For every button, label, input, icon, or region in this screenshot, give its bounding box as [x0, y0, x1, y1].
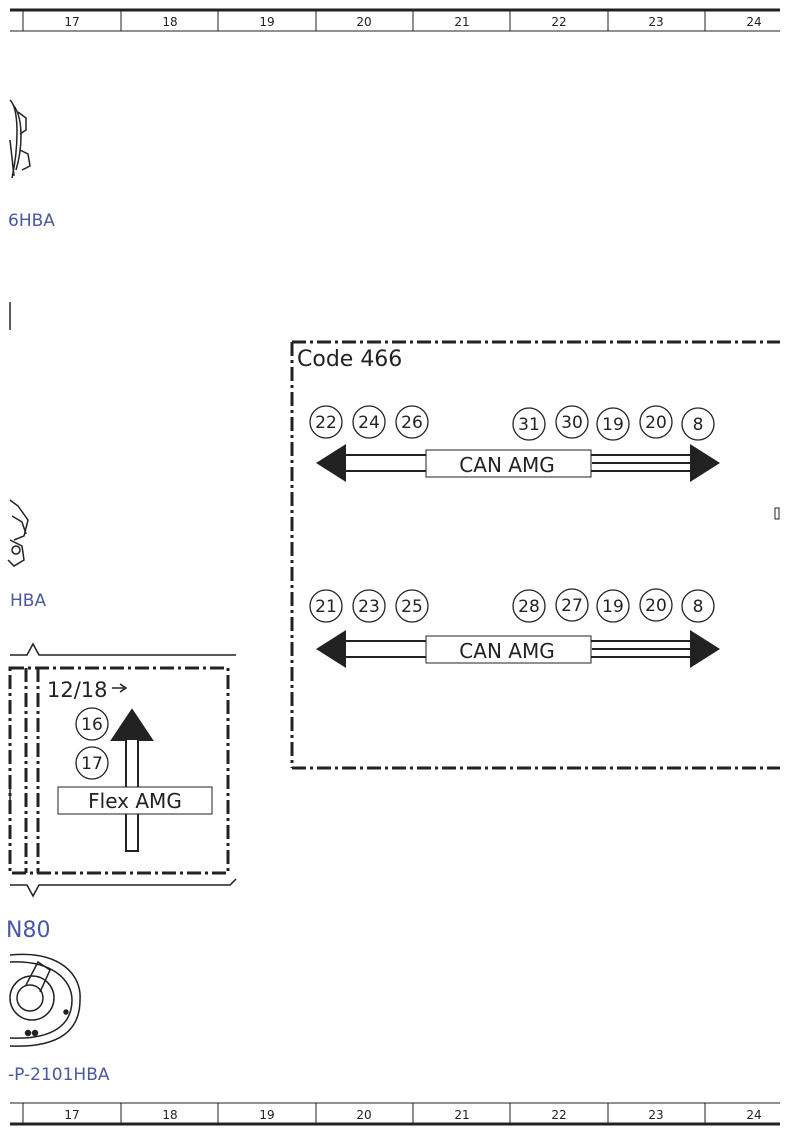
bus2-right-pin: 27 [561, 596, 583, 616]
ruler-col-19: 19 [259, 15, 274, 29]
flex-pin-circle [75, 707, 109, 741]
can-amg-bus-1: 22 24 26 31 30 19 20 8 CAN AMG [309, 405, 720, 482]
flex-pin: 17 [81, 754, 103, 774]
ruler-col-22: 22 [551, 1108, 566, 1122]
ruler-col-23: 23 [648, 15, 663, 29]
code-box-title: Code 466 [297, 347, 402, 372]
ruler-col-22: 22 [551, 15, 566, 29]
ruler-col-20: 20 [356, 1108, 371, 1122]
ruler-col-21: 21 [454, 1108, 469, 1122]
component-label-top: 6HBA [8, 211, 55, 231]
bus2-left-pin: 25 [401, 597, 423, 617]
top-ruler: 17 18 19 20 21 22 23 24 [10, 8, 780, 32]
can-bus-label: CAN AMG [459, 639, 554, 663]
ruler-col-20: 20 [356, 15, 371, 29]
ruler-col-18: 18 [162, 1108, 177, 1122]
component-label-mid: HBA [10, 591, 46, 611]
bottom-ruler: 17 18 19 20 21 22 23 24 [10, 1102, 780, 1126]
bus2-right-pin: 20 [645, 596, 667, 616]
bus1-left-pin: 24 [358, 413, 380, 433]
bus2-left-pin: 23 [358, 597, 380, 617]
ruler-col-17: 17 [64, 1108, 79, 1122]
edge-marker [774, 507, 780, 520]
ruler-col-17: 17 [64, 15, 79, 29]
flex-pin: 16 [81, 715, 103, 735]
code-466-box: Code 466 22 24 26 31 30 19 20 8 [290, 340, 780, 770]
component-mid-fragment [7, 499, 29, 567]
flex-ref-label: 12/18 [47, 678, 108, 702]
component-label-bottom: -P-2101HBA [8, 1065, 110, 1085]
bus2-right-pin: 8 [693, 597, 704, 617]
ruler-col-18: 18 [162, 15, 177, 29]
can-amg-bus-2: 21 23 25 28 27 19 20 8 CAN AMG [309, 588, 720, 668]
bus1-right-pin: 30 [561, 413, 583, 433]
can-bus-label: CAN AMG [459, 453, 554, 477]
bus1-right-pin: 31 [518, 415, 540, 435]
component-n80-drawing [9, 953, 81, 1047]
flex-bus-label: Flex AMG [88, 789, 182, 813]
ruler-col-19: 19 [259, 1108, 274, 1122]
bus1-right-pin: 19 [602, 415, 624, 435]
bus1-right-pin: 8 [693, 415, 704, 435]
ruler-col-23: 23 [648, 1108, 663, 1122]
ruler-col-24: 24 [746, 1108, 761, 1122]
bus1-right-pin: 20 [645, 413, 667, 433]
ruler-col-24: 24 [746, 15, 761, 29]
component-top-fragment [9, 99, 31, 179]
ruler-col-21: 21 [454, 15, 469, 29]
bus2-left-pin: 21 [315, 597, 337, 617]
bus2-right-pin: 19 [602, 597, 624, 617]
bus1-left-pin: 26 [401, 413, 423, 433]
flex-amg-box: 12/18 16 17 Flex AMG [8, 642, 237, 898]
component-label-n80: N80 [6, 918, 50, 943]
flex-pin-circle [75, 746, 109, 780]
bus2-right-pin: 28 [518, 597, 540, 617]
bus1-left-pin: 22 [315, 413, 337, 433]
